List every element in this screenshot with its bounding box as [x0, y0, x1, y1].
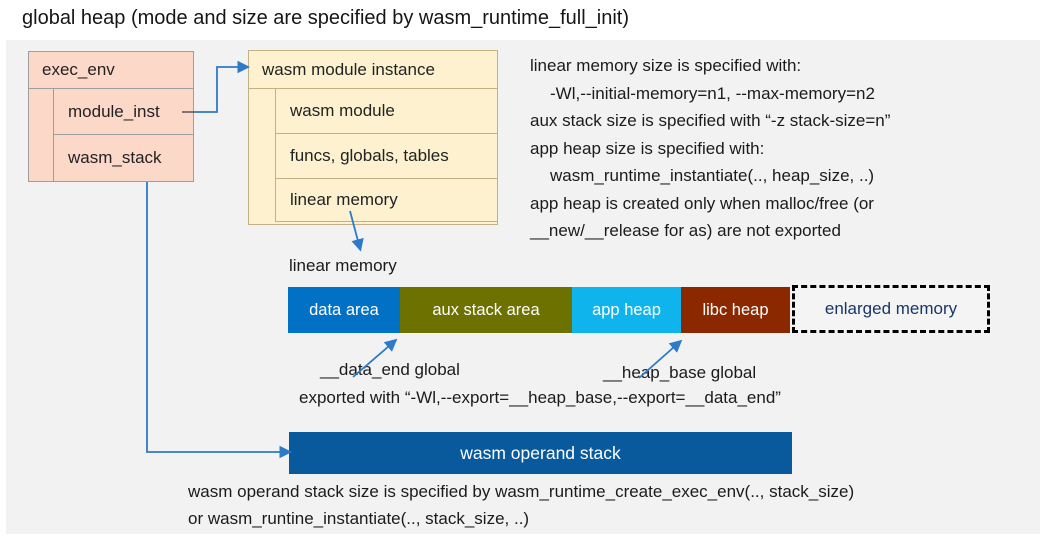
linear-memory-label: linear memory: [289, 256, 397, 275]
segment-data-area: data area: [288, 287, 400, 333]
diagram-title: global heap (mode and size are specified…: [22, 7, 629, 29]
exec-env-title: exec_env: [28, 51, 194, 89]
module-instance-title: wasm module instance: [248, 50, 498, 89]
module-instance-row-funcs-globals-tables: funcs, globals, tables: [275, 133, 498, 179]
segment-aux-stack-area: aux stack area: [400, 287, 572, 333]
data-end-global-label: __data_end global: [320, 360, 460, 379]
module-instance-row-wasm-module: wasm module: [275, 88, 498, 134]
segment-enlarged-memory: enlarged memory: [792, 285, 990, 333]
note-line: -Wl,--initial-memory=n1, --max-memory=n2: [550, 83, 875, 103]
exec-env-row-module-inst: module_inst: [53, 88, 194, 135]
footer-notes: wasm operand stack size is specified by …: [188, 479, 854, 532]
note-line: app heap size is specified with:: [530, 138, 765, 158]
note-line: linear memory size is specified with:: [530, 56, 802, 75]
segment-libc-heap: libc heap: [681, 287, 790, 333]
heap-base-global-label: __heap_base global: [603, 363, 757, 382]
note-line: __new/__release for as) are not exported: [530, 221, 841, 240]
note-line: app heap is created only when malloc/fre…: [530, 193, 874, 213]
footer-line: or wasm_runtine_instantiate(.., stack_si…: [188, 508, 530, 528]
segment-app-heap: app heap: [572, 287, 681, 333]
note-line: wasm_runtime_instantiate(.., heap_size, …: [550, 166, 875, 185]
exec-env-row-wasm-stack: wasm_stack: [53, 134, 194, 182]
exported-with-label: exported with “-Wl,--export=__heap_base,…: [299, 388, 781, 407]
linear-memory-bar: data area aux stack area app heap libc h…: [288, 287, 790, 333]
module-instance-row-linear-memory: linear memory: [275, 178, 498, 222]
notes-block: linear memory size is specified with: -W…: [530, 52, 1045, 245]
note-line: aux stack size is specified with “-z sta…: [530, 111, 891, 130]
footer-line: wasm operand stack size is specified by …: [188, 482, 855, 501]
wasm-operand-stack-bar: wasm operand stack: [289, 432, 792, 474]
